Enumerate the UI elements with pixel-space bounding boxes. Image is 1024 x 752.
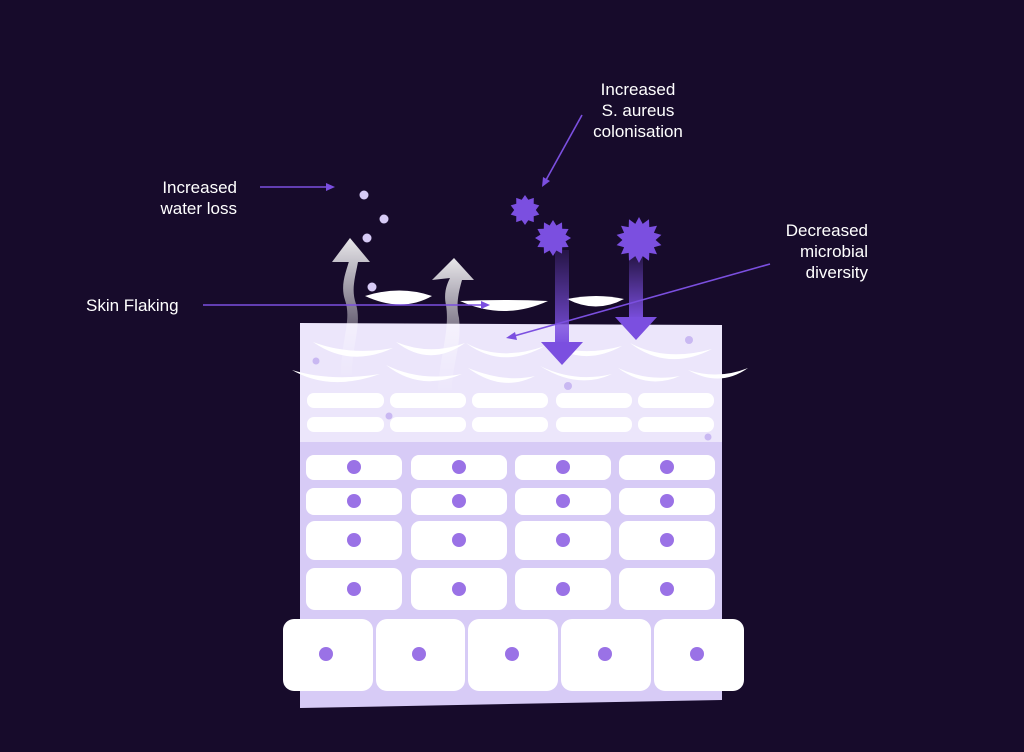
microbial-diversity-label-line: microbial (799, 242, 868, 261)
water-loss-arrows (332, 238, 474, 390)
water-loss-label-line: water loss (160, 199, 237, 218)
bacteria-icon (616, 217, 662, 263)
s-aureus-label-line: colonisation (593, 122, 683, 141)
skin-flaking-label: Skin Flaking (86, 296, 179, 315)
microbial-diversity-label-line: Decreased (785, 221, 868, 240)
basal-cell-row (283, 619, 744, 691)
spiky-bacteria-icon (510, 195, 662, 263)
label-pointers (203, 114, 771, 340)
s-aureus-label-line: Increased (600, 80, 676, 99)
s-aureus-label: Increased S. aureus colonisation (586, 79, 690, 142)
microbial-diversity-label-line: diversity (805, 263, 868, 282)
water-loss-label-line: Increased (162, 178, 237, 197)
bacteria-icon (510, 195, 540, 225)
water-loss-label: Increased water loss (137, 177, 237, 219)
corneocyte-layer (307, 393, 714, 432)
cell-grid (306, 455, 715, 610)
s-aureus-label-line: S. aureus (601, 101, 675, 120)
microbial-diversity-label: Decreased microbial diversity (752, 220, 868, 283)
bacteria-icon (535, 220, 571, 256)
water-droplet-icon (359, 190, 389, 292)
skin-particles (312, 336, 712, 441)
